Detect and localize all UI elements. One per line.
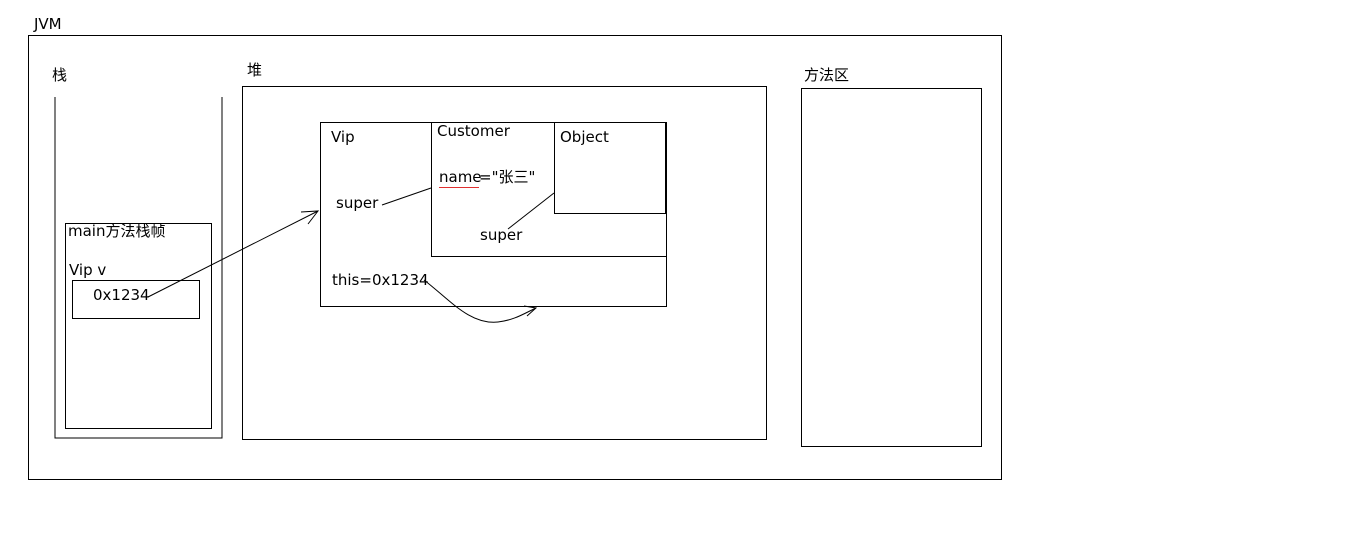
- customer-field-value: ="张三": [479, 168, 536, 186]
- customer-super-line: [507, 192, 555, 230]
- main-stack-frame: [65, 223, 212, 429]
- vip-this-label: this=0x1234: [332, 271, 429, 289]
- object-label: Object: [560, 128, 609, 146]
- this-self-arrow: [423, 279, 538, 323]
- vip-label: Vip: [331, 128, 355, 146]
- heap-label: 堆: [247, 61, 263, 79]
- var-label: Vip v: [69, 261, 107, 279]
- object-object: [554, 122, 666, 214]
- main-frame-label: main方法栈帧: [68, 222, 166, 240]
- jvm-title: JVM: [34, 15, 62, 33]
- jvm-container: [28, 35, 1002, 480]
- vip-super-label: super: [336, 194, 379, 212]
- vip-super-line: [381, 187, 432, 206]
- customer-super-label: super: [480, 226, 523, 244]
- heap-region: [242, 86, 767, 440]
- customer-field-name: name: [439, 168, 482, 186]
- field-name-underline: [439, 187, 479, 188]
- method-area-region: [801, 88, 982, 447]
- reference-arrow: [147, 210, 320, 298]
- method-area-label: 方法区: [804, 66, 850, 84]
- customer-label: Customer: [437, 122, 510, 140]
- var-slot: [72, 280, 200, 319]
- stack-label: 栈: [52, 66, 68, 84]
- var-value: 0x1234: [93, 286, 150, 304]
- customer-object: [431, 122, 667, 257]
